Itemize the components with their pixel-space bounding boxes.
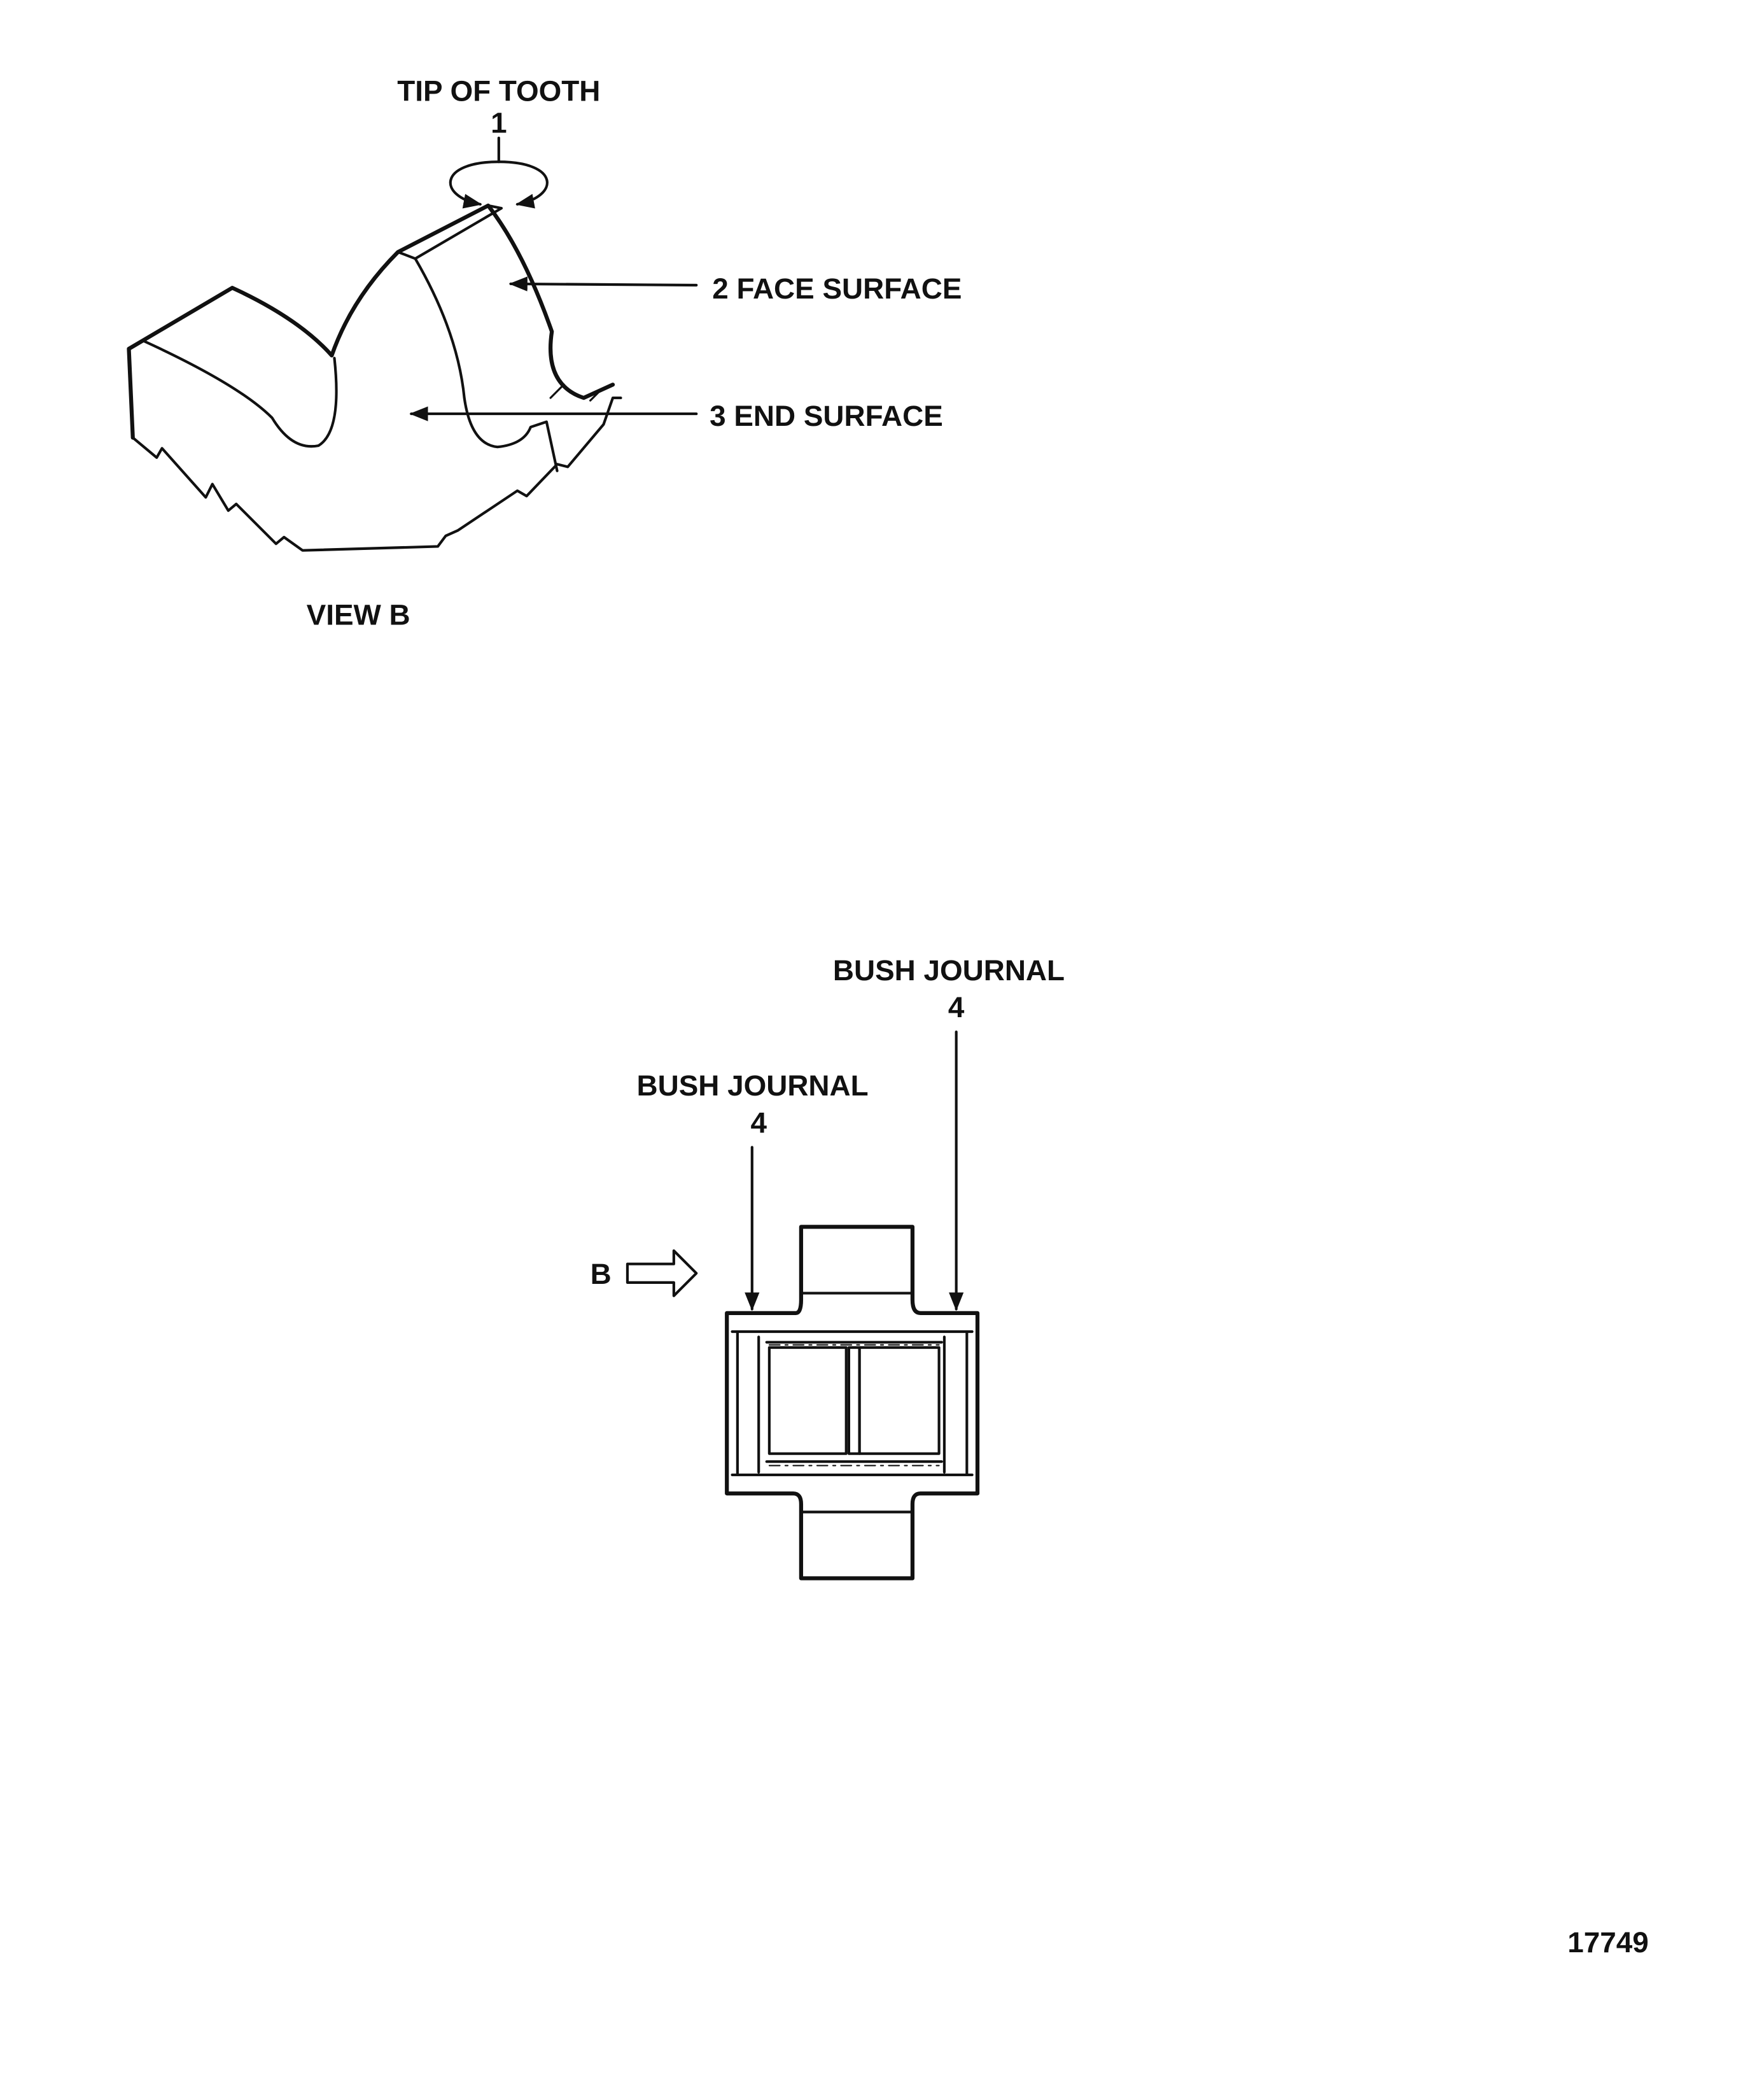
view-b-caption: VIEW B <box>307 598 410 631</box>
gear-side-view <box>725 1225 980 1581</box>
bush-journal-left-number: 4 <box>750 1106 767 1139</box>
end-surface-label: 3 END SURFACE <box>710 400 943 432</box>
tip-of-tooth-label: TIP OF TOOTH <box>397 74 600 107</box>
view-b-direction-arrow: B <box>591 1249 698 1297</box>
gear-tooth-drawing <box>127 203 622 552</box>
bush-journal-right-label: BUSH JOURNAL <box>833 954 1065 987</box>
bush-journal-left-label: BUSH JOURNAL <box>637 1069 869 1102</box>
end-surface-callout: 3 END SURFACE <box>409 400 943 432</box>
tip-of-tooth-callout: TIP OF TOOTH 1 <box>397 74 600 209</box>
bush-journal-right-number: 4 <box>948 991 965 1024</box>
view-arrow-label: B <box>591 1258 612 1290</box>
bush-journal-left-callout: BUSH JOURNAL 4 <box>637 1069 869 1311</box>
tip-number: 1 <box>491 106 507 139</box>
face-surface-callout: 2 FACE SURFACE <box>508 272 962 305</box>
figure-number: 17749 <box>1567 1926 1648 1959</box>
bush-journal-right-callout: BUSH JOURNAL 4 <box>833 954 1065 1311</box>
face-surface-label: 2 FACE SURFACE <box>712 272 962 305</box>
hollow-arrow-icon <box>626 1249 698 1297</box>
